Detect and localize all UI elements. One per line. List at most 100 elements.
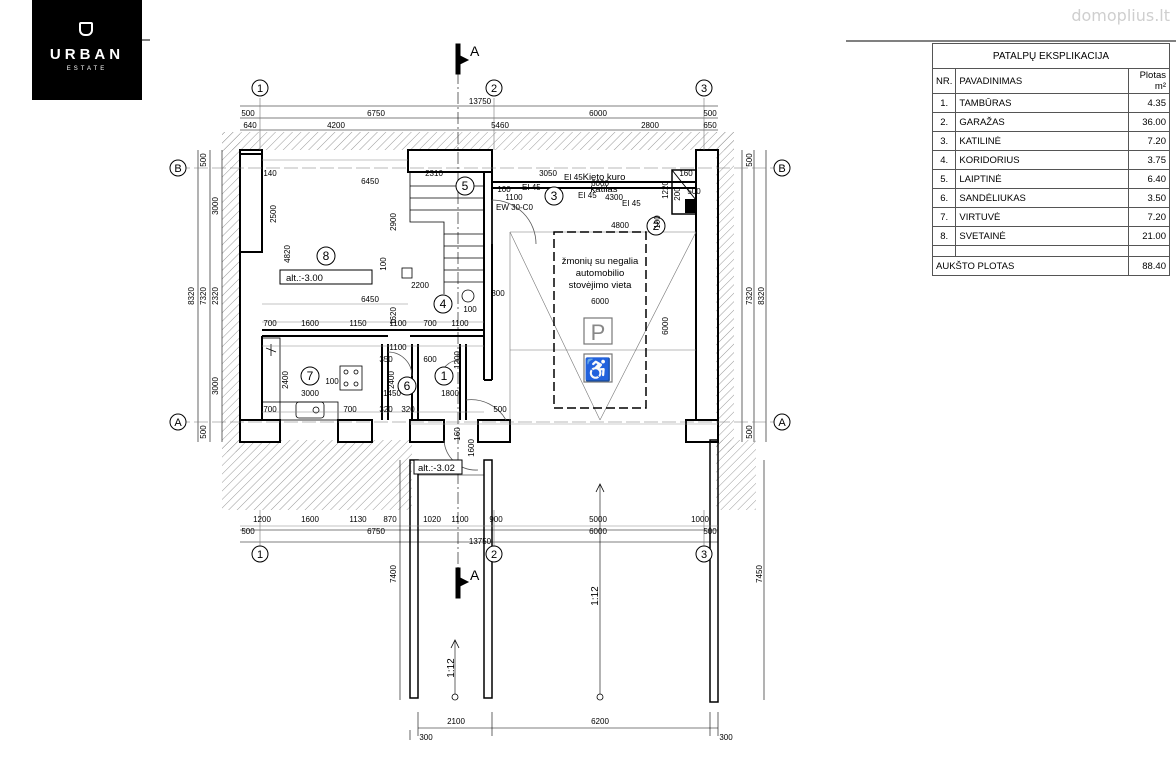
dim-in-500c: 500 xyxy=(687,187,701,196)
dim-bot-900: 900 xyxy=(489,515,503,524)
dim-in-3000: 3000 xyxy=(301,389,319,398)
dim-in-2310: 2310 xyxy=(425,169,443,178)
dim-in-1450: 1450 xyxy=(383,389,401,398)
dim-right-500a: 500 xyxy=(745,153,754,167)
axis-b-left: B xyxy=(174,163,181,175)
dim-in-1600b: 1600 xyxy=(467,439,476,457)
dim-in-1800: 1800 xyxy=(441,389,459,398)
dim-left-7400: 7400 xyxy=(389,565,398,583)
dim-bot-1130: 1130 xyxy=(349,515,367,524)
room-6-number: 6 xyxy=(404,379,411,393)
dim-in-2500: 2500 xyxy=(269,205,278,223)
side-dimensions: 500 3000 8320 7320 2 320 3000 500 7400 50… xyxy=(187,153,766,583)
room-1-number: 1 xyxy=(441,369,448,383)
dim-in-4820: 4820 xyxy=(283,245,292,263)
dimension-lines xyxy=(176,98,790,740)
parking-label-2: automobilio xyxy=(576,268,625,279)
dim-in-700c: 700 xyxy=(263,405,277,414)
section-label-bottom: A xyxy=(470,567,480,583)
dim-in-1100c: 1100 xyxy=(451,319,469,328)
dim-top-500a: 500 xyxy=(241,109,255,118)
dim-bot-300a: 300 xyxy=(419,733,433,742)
dim-in-1220: 1220 xyxy=(661,181,670,199)
dim-in-1150: 1150 xyxy=(349,319,367,328)
slope-main: 1:12 xyxy=(590,586,601,606)
dim-in-6000a: 6000 xyxy=(591,179,609,188)
driveway xyxy=(409,439,719,703)
dim-right-7450: 7450 xyxy=(755,565,764,583)
bottom-dimensions: 1200 1600 1130 870 1020 1100 900 5000 10… xyxy=(241,515,733,742)
room-2-number: 2 xyxy=(653,219,660,233)
dim-left-3000b: 3000 xyxy=(211,377,220,395)
dim-in-2400a: 2400 xyxy=(281,371,290,389)
plan-labels: alt.:-3.00 alt.:-3.02 Kieto kuro katilas… xyxy=(286,172,641,678)
logo-shield-icon xyxy=(79,22,93,36)
logo: URBAN ESTATE xyxy=(32,0,142,100)
dim-left-7320: 7320 xyxy=(199,287,208,305)
section-line xyxy=(455,43,470,599)
room-8-number: 8 xyxy=(323,249,330,263)
parking-sign-box xyxy=(583,317,613,345)
boiler-label-1: Kieto kuro xyxy=(583,172,626,183)
dim-in-100d: 100 xyxy=(463,305,477,314)
dim-bot-870: 870 xyxy=(383,515,397,524)
dim-left-8320: 8320 xyxy=(187,287,196,305)
dim-top-2800: 2800 xyxy=(641,121,659,130)
dim-top-span2: 6000 xyxy=(589,109,607,118)
dim-in-700a: 700 xyxy=(263,319,277,328)
dim-left-500a: 500 xyxy=(199,153,208,167)
dim-top-640: 640 xyxy=(243,121,257,130)
logo-sub: ESTATE xyxy=(66,66,108,72)
dim-in-160: 160 xyxy=(679,169,693,178)
ground-hatch xyxy=(222,132,756,510)
dim-bot-1000: 1000 xyxy=(691,515,709,524)
parking-label-3: stovėjimo vieta xyxy=(569,280,633,291)
dim-in-100b: 100 xyxy=(497,185,511,194)
dim-in-320a: 320 xyxy=(379,405,393,414)
dim-bot-1020: 1020 xyxy=(423,515,441,524)
room-7-number: 7 xyxy=(307,369,314,383)
table-total-row: AUKŠTO PLOTAS 88.40 xyxy=(932,256,1170,276)
level-box-1 xyxy=(279,269,373,285)
logo-brand: URBAN xyxy=(49,46,125,63)
room-3-number: 3 xyxy=(551,189,558,203)
dim-left-3000a: 3000 xyxy=(211,197,220,215)
dim-in-1100d: 1100 xyxy=(389,343,407,352)
dim-bot-span2: 6000 xyxy=(589,527,607,536)
accessible-sign-box xyxy=(583,353,613,383)
room-markers xyxy=(300,176,666,396)
dim-bot-300b: 300 xyxy=(719,733,733,742)
dim-left-500b: 500 xyxy=(199,425,208,439)
kitchen-fittings xyxy=(261,337,363,421)
door-rating: EW 30-C0 xyxy=(496,203,533,212)
axis-3-bottom: 3 xyxy=(701,549,707,561)
boiler-label-2: katilas xyxy=(591,184,618,195)
room-numbers: 8 2 3 5 4 7 6 1 xyxy=(307,179,660,393)
axis-labels: 1 2 3 1 2 3 B B A A xyxy=(174,83,786,561)
dim-in-200: 200 xyxy=(673,187,682,201)
inner-dimensions: 140 6450 6450 2310 2500 2900 4820 2200 1… xyxy=(263,169,701,457)
dim-in-100c: 100 xyxy=(653,215,662,229)
watermark: domoplius.lt xyxy=(1071,6,1170,25)
axis-1-bottom: 1 xyxy=(257,549,263,561)
dim-top-500b: 500 xyxy=(703,109,717,118)
dim-in-6000c: 6000 xyxy=(661,317,670,335)
dim-in-300: 300 xyxy=(491,289,505,298)
dim-in-100e: 100 xyxy=(325,377,339,386)
dim-bot-1100: 1100 xyxy=(451,515,469,524)
dim-in-160b: 160 xyxy=(453,427,462,441)
room-5-number: 5 xyxy=(462,179,469,193)
dim-bot-1600: 1600 xyxy=(301,515,319,524)
slope-side: 1:12 xyxy=(446,658,457,678)
parking-label-1: žmonių su negalia xyxy=(562,256,639,267)
level-box-2 xyxy=(413,459,463,475)
axis-a-right: A xyxy=(778,417,786,429)
dim-in-140: 140 xyxy=(263,169,277,178)
dim-in-500d: 500 xyxy=(493,405,507,414)
cell-nr: 4. xyxy=(931,150,957,170)
top-dimensions: 13750 6750 6000 500 500 640 4200 5460 28… xyxy=(241,97,717,130)
accessible-parking-spot xyxy=(553,231,647,409)
parking-p-icon: P xyxy=(591,320,606,345)
